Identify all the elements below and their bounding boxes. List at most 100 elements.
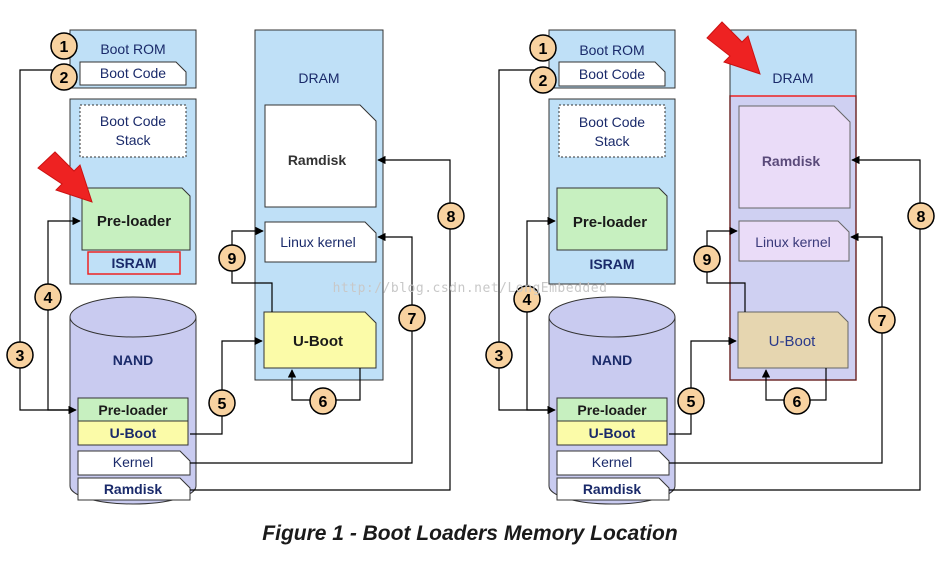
left-isram-label: ISRAM — [111, 255, 156, 271]
right-arrow-8 — [669, 155, 921, 491]
right-nand-top — [548, 296, 676, 338]
right-dram-uboot-label: U-Boot — [769, 333, 817, 350]
right-ramdisk-label: Ramdisk — [762, 153, 821, 169]
left-dram-label: DRAM — [298, 70, 339, 86]
right-dram-label: DRAM — [772, 70, 813, 86]
left-panel: Boot ROM Boot Code Boot Code Stack Pre-l… — [6, 29, 465, 505]
watermark-url: http://blog.csdn.net/LongEmbedded — [332, 281, 608, 296]
left-dram-uboot-box — [263, 311, 377, 369]
right-boot-code-label: Boot Code — [579, 66, 645, 82]
svg-text:1: 1 — [60, 39, 69, 56]
right-nand-uboot — [556, 420, 668, 446]
right-boot-code-box — [558, 61, 666, 87]
right-step-5: 5 — [677, 387, 705, 415]
right-nand-ramdisk — [556, 477, 670, 501]
left-preloader-box — [81, 187, 191, 251]
left-linux-kernel-box — [264, 221, 377, 263]
right-step-7: 7 — [868, 306, 896, 334]
left-step-6: 6 — [309, 387, 337, 415]
left-nand-kernel — [77, 450, 191, 476]
left-linux-kernel-label: Linux kernel — [280, 234, 356, 250]
left-ramdisk-label: Ramdisk — [288, 152, 347, 168]
right-step-4: 4 — [513, 285, 541, 313]
left-red-arrow-icon — [37, 151, 93, 203]
svg-text:9: 9 — [228, 251, 237, 268]
left-boot-rom-label: Boot ROM — [100, 41, 165, 57]
left-nand-ramdisk-label: Ramdisk — [104, 481, 163, 497]
left-arrow-8 — [190, 155, 451, 491]
right-step-1: 1 — [529, 34, 557, 62]
right-stack-line2: Stack — [594, 133, 630, 149]
right-nand-label: NAND — [592, 352, 632, 368]
right-nand-ramdisk-label: Ramdisk — [583, 481, 642, 497]
left-step-5: 5 — [208, 389, 236, 417]
left-boot-code-stack — [79, 104, 187, 158]
svg-text:2: 2 — [60, 70, 69, 87]
left-dram-uboot-label: U-Boot — [293, 333, 343, 350]
right-preloader-label: Pre-loader — [573, 214, 647, 231]
svg-text:9: 9 — [703, 252, 712, 269]
right-ramdisk-box — [738, 105, 851, 209]
left-nand-preloader-label: Pre-loader — [98, 402, 168, 418]
right-step-9: 9 — [693, 245, 721, 273]
svg-text:2: 2 — [539, 73, 548, 90]
left-step-3: 3 — [6, 341, 34, 369]
left-nand-ramdisk — [77, 477, 191, 501]
right-panel: Boot ROM Boot Code Boot Code Stack Pre-l… — [485, 21, 935, 505]
svg-text:5: 5 — [218, 396, 227, 413]
svg-text:3: 3 — [16, 348, 25, 365]
right-step-8: 8 — [907, 202, 935, 230]
svg-text:6: 6 — [319, 394, 328, 411]
right-dram-outline — [729, 29, 857, 381]
svg-text:7: 7 — [878, 313, 887, 330]
svg-text:8: 8 — [917, 209, 926, 226]
right-step-3: 3 — [485, 341, 513, 369]
right-dram-uboot-box — [737, 311, 849, 369]
svg-text:8: 8 — [447, 209, 456, 226]
right-nand-uboot-label: U-Boot — [589, 425, 636, 441]
right-isram-label: ISRAM — [589, 256, 634, 272]
left-connectors — [19, 69, 451, 491]
svg-text:5: 5 — [687, 394, 696, 411]
right-nand-preloader-label: Pre-loader — [577, 402, 647, 418]
right-nand-kernel-label: Kernel — [592, 454, 632, 470]
left-nand-top — [69, 296, 197, 338]
right-nand-kernel — [556, 450, 670, 476]
left-step-1: 1 — [50, 32, 78, 60]
left-step-8: 8 — [437, 202, 465, 230]
left-isram-label-box — [87, 251, 181, 275]
left-arrow-5 — [190, 336, 263, 435]
right-arrow-4 — [526, 216, 556, 411]
left-nand-uboot-label: U-Boot — [110, 425, 157, 441]
left-arrow-4 — [47, 216, 81, 411]
left-arrow-9 — [231, 226, 273, 312]
left-step-4: 4 — [34, 283, 62, 311]
right-boot-code-stack — [558, 104, 666, 158]
svg-text:1: 1 — [539, 41, 548, 58]
right-preloader-box — [556, 187, 668, 251]
left-boot-code-box — [79, 61, 187, 86]
right-boot-rom-label: Boot ROM — [579, 42, 644, 58]
right-step-6: 6 — [783, 387, 811, 415]
svg-text:3: 3 — [495, 348, 504, 365]
left-stack-line1: Boot Code — [100, 113, 166, 129]
left-step-7: 7 — [398, 304, 426, 332]
right-linux-kernel-box — [738, 220, 850, 262]
right-stack-line1: Boot Code — [579, 114, 645, 130]
right-arrow-9 — [706, 226, 746, 312]
right-arrow-7 — [669, 232, 883, 464]
svg-text:6: 6 — [793, 394, 802, 411]
svg-text:4: 4 — [523, 292, 532, 309]
right-arrow-5 — [669, 336, 737, 435]
right-step-2: 2 — [529, 66, 557, 94]
left-ramdisk-box — [264, 104, 377, 208]
left-step-9: 9 — [218, 244, 246, 272]
left-boot-code-label: Boot Code — [100, 65, 166, 81]
svg-text:4: 4 — [44, 290, 53, 307]
right-red-arrow-icon — [706, 21, 761, 75]
left-step-2: 2 — [50, 63, 78, 91]
svg-text:7: 7 — [408, 311, 417, 328]
left-nand-kernel-label: Kernel — [113, 454, 153, 470]
left-arrow-7 — [190, 232, 413, 464]
